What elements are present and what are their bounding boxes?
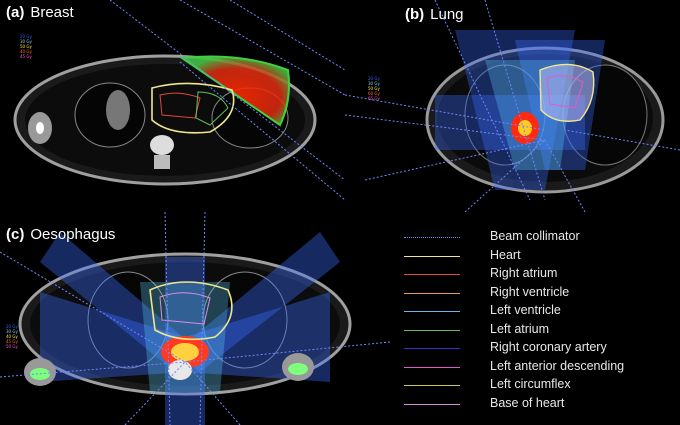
legend-label: Right coronary artery bbox=[490, 340, 607, 354]
legend-swatch bbox=[404, 237, 460, 238]
dose-c-1: 30 Gy bbox=[6, 329, 18, 334]
dose-b-3: 60 Gy bbox=[368, 91, 380, 96]
panel-b-title: Lung bbox=[430, 6, 464, 23]
legend-item: Base of heart bbox=[404, 395, 674, 414]
panel-breast: (a) Breast 20 Gy 30 Gy 50 Gy 40 Gy 45 Gy bbox=[0, 0, 345, 212]
legend-item: Heart bbox=[404, 247, 674, 266]
legend-swatch bbox=[404, 348, 460, 349]
dose-b-0: 20 Gy bbox=[368, 76, 380, 81]
dose-b-4: 65 Gy bbox=[368, 96, 380, 101]
panel-b-letter: (b) bbox=[405, 6, 425, 23]
legend-label: Left atrium bbox=[490, 321, 550, 336]
panel-c-title: Oesophagus bbox=[30, 226, 116, 243]
panel-a-letter: (a) bbox=[6, 4, 25, 21]
legend-item: Right ventricle bbox=[404, 284, 674, 303]
legend-item: Beam collimator bbox=[404, 228, 674, 247]
legend-label: Left ventricle bbox=[490, 303, 561, 317]
dose-c-0: 20 Gy bbox=[6, 324, 18, 329]
legend-label: Heart bbox=[490, 247, 521, 262]
legend-item: Left ventricle bbox=[404, 302, 674, 321]
legend-swatch bbox=[404, 274, 460, 275]
panel-a-title: Breast bbox=[30, 4, 74, 21]
legend-swatch bbox=[404, 366, 460, 368]
legend-item: Left atrium bbox=[404, 321, 674, 340]
dose-b-2: 50 Gy bbox=[368, 86, 380, 91]
legend-swatch bbox=[404, 403, 460, 405]
panel-a-label: (a) Breast bbox=[6, 4, 74, 21]
panel-lung: (b) Lung 20 Gy 30 Gy 50 Gy 60 Gy 65 Gy bbox=[345, 0, 680, 212]
dose-b-1: 30 Gy bbox=[368, 81, 380, 86]
legend-item: Right atrium bbox=[404, 265, 674, 284]
panel-b-label: (b) Lung bbox=[405, 6, 464, 23]
legend-item: Right coronary artery bbox=[404, 339, 674, 358]
dose-a-4: 45 Gy bbox=[20, 54, 32, 59]
dose-c-4: 50 Gy bbox=[6, 344, 18, 349]
breast-ct-image bbox=[13, 0, 345, 201]
lung-ct-image bbox=[345, 0, 680, 212]
dose-scale-c: 20 Gy 30 Gy 40 Gy 45 Gy 50 Gy bbox=[6, 324, 18, 349]
panel-oesophagus: (c) Oesophagus 20 Gy 30 Gy 40 Gy 45 Gy 50… bbox=[0, 212, 390, 425]
dose-c-3: 45 Gy bbox=[6, 339, 18, 344]
dose-c-2: 40 Gy bbox=[6, 334, 18, 339]
legend-swatch bbox=[404, 255, 460, 257]
dose-a-0: 20 Gy bbox=[20, 34, 32, 39]
dose-a-1: 30 Gy bbox=[20, 39, 32, 44]
dose-a-3: 40 Gy bbox=[20, 49, 32, 54]
oesophagus-ct-image bbox=[0, 212, 390, 425]
dose-scale-a: 20 Gy 30 Gy 50 Gy 40 Gy 45 Gy bbox=[20, 34, 32, 59]
legend-label: Beam collimator bbox=[490, 229, 580, 243]
legend-label: Right atrium bbox=[490, 266, 558, 280]
legend-swatch bbox=[404, 292, 460, 294]
panel-c-label: (c) Oesophagus bbox=[6, 226, 115, 243]
dose-scale-b: 20 Gy 30 Gy 50 Gy 60 Gy 65 Gy bbox=[368, 76, 380, 101]
legend-swatch bbox=[404, 329, 460, 331]
structure-legend: Beam collimator Heart Right atrium Right… bbox=[404, 228, 674, 413]
panel-c-letter: (c) bbox=[6, 226, 25, 243]
legend-label: Left anterior descending bbox=[490, 358, 625, 373]
legend-item: Left circumflex bbox=[404, 376, 674, 395]
legend-label: Left circumflex bbox=[490, 377, 571, 391]
legend-label: Base of heart bbox=[490, 395, 565, 410]
dose-a-2: 50 Gy bbox=[20, 44, 32, 49]
legend-item: Left anterior descending bbox=[404, 358, 674, 377]
legend-swatch bbox=[404, 311, 460, 312]
legend-label: Right ventricle bbox=[490, 284, 570, 299]
legend-swatch bbox=[404, 385, 460, 386]
